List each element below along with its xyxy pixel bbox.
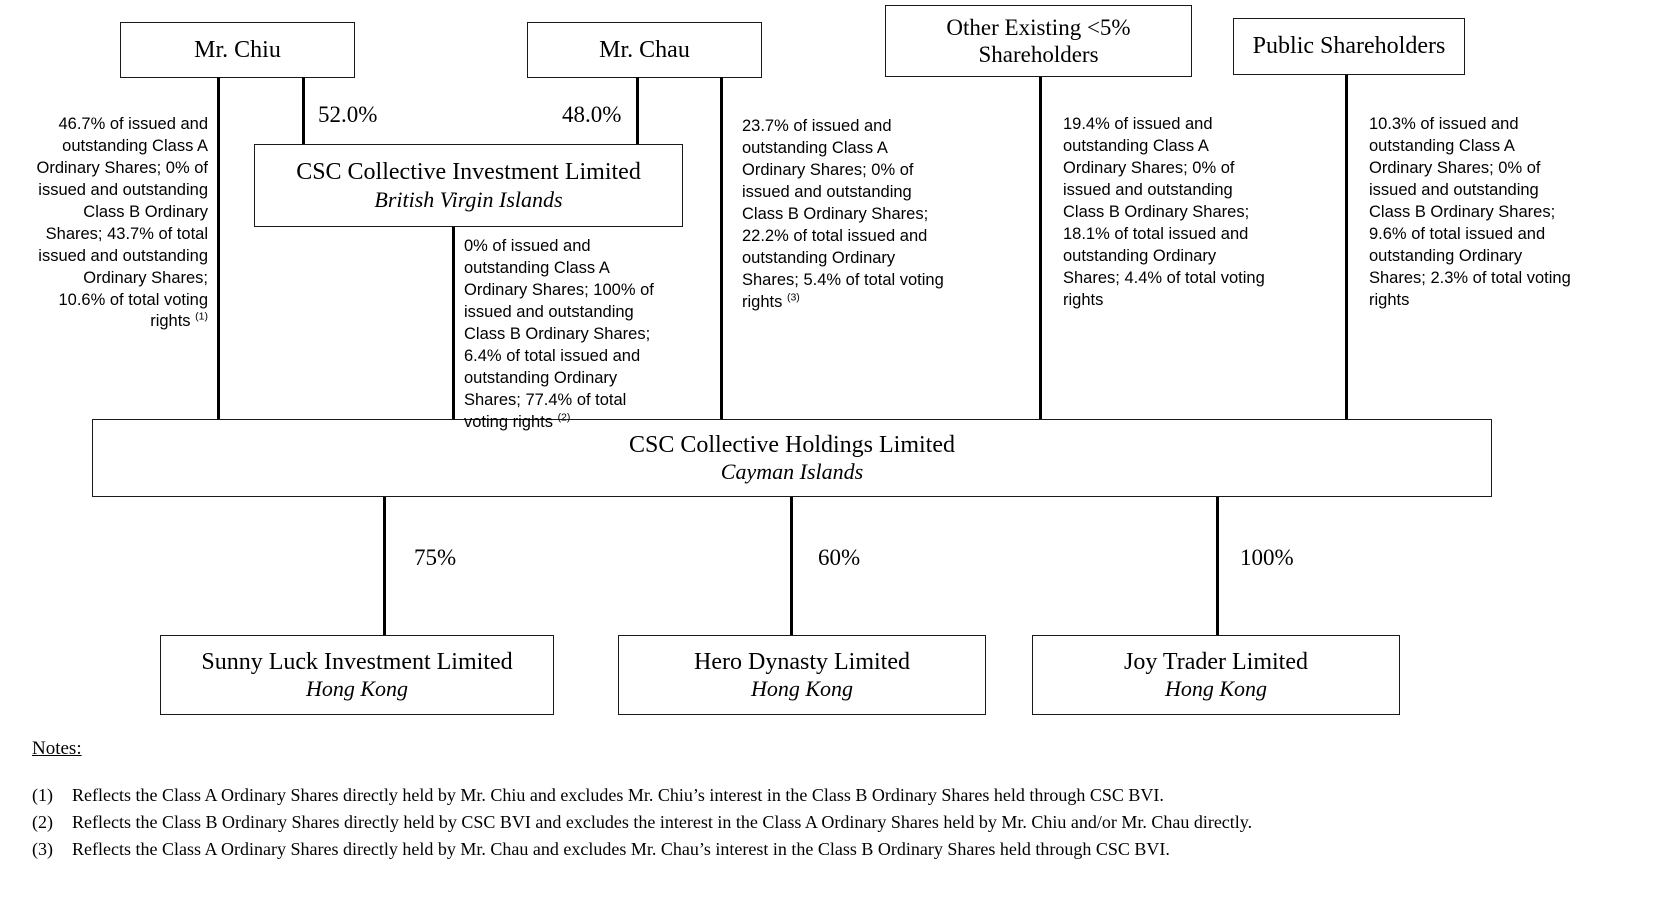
entity-name: Hero Dynasty Limited xyxy=(694,648,910,675)
note-item: (3) Reflects the Class A Ordinary Shares … xyxy=(32,836,1612,863)
entity-box-csc-collective-holdings-limited[interactable]: CSC Collective Holdings Limited Cayman I… xyxy=(92,419,1492,497)
note-number: (2) xyxy=(32,812,53,832)
entity-name-line2: Shareholders xyxy=(978,42,1099,67)
description-text: 23.7% of issued and outstanding Class A … xyxy=(742,117,944,311)
description-csc-bvi-holdings: 0% of issued and outstanding Class A Ord… xyxy=(464,236,660,433)
connector-holdings-to-sunny-luck xyxy=(383,497,386,635)
entity-name: Public Shareholders xyxy=(1252,33,1446,60)
percentage-holdings-to-sunny: 75% xyxy=(414,545,457,570)
note-number: (1) xyxy=(32,785,53,805)
description-chau-holdings: 23.7% of issued and outstanding Class A … xyxy=(742,116,947,313)
percentage-holdings-to-joy: 100% xyxy=(1240,545,1294,570)
connector-holdings-to-joy-trader xyxy=(1216,497,1219,635)
entity-box-mr-chiu[interactable]: Mr. Chiu xyxy=(120,22,355,78)
entity-name: Mr. Chau xyxy=(599,36,690,63)
percentage-chiu-to-bvi: 52.0% xyxy=(318,102,378,127)
description-other-shareholders-holdings: 19.4% of issued and outstanding Class A … xyxy=(1063,114,1268,311)
entity-name: Joy Trader Limited xyxy=(1124,648,1308,675)
note-text: Reflects the Class B Ordinary Shares dir… xyxy=(72,812,1253,832)
percentage-holdings-to-hero: 60% xyxy=(818,545,861,570)
entity-name: CSC Collective Investment Limited xyxy=(296,159,641,186)
note-item: (2) Reflects the Class B Ordinary Shares … xyxy=(32,809,1612,836)
notes-section: Notes: (1) Reflects the Class A Ordinary … xyxy=(32,738,1612,863)
description-text: 19.4% of issued and outstanding Class A … xyxy=(1063,115,1265,309)
entity-box-mr-chau[interactable]: Mr. Chau xyxy=(527,22,762,78)
connector-chau-to-csc-bvi xyxy=(636,77,639,144)
description-text: 46.7% of issued and outstanding Class A … xyxy=(36,115,209,331)
note-item: (1) Reflects the Class A Ordinary Shares … xyxy=(32,782,1612,809)
description-text: 0% of issued and outstanding Class A Ord… xyxy=(464,237,654,431)
note-text: Reflects the Class A Ordinary Shares dir… xyxy=(72,839,1170,859)
footnote-ref: (1) xyxy=(195,310,208,323)
entity-jurisdiction: British Virgin Islands xyxy=(374,186,563,212)
note-text: Reflects the Class A Ordinary Shares dir… xyxy=(72,785,1164,805)
entity-name: Mr. Chiu xyxy=(194,36,281,63)
footnote-ref: (2) xyxy=(557,411,571,423)
description-chiu-holdings: 46.7% of issued and outstanding Class A … xyxy=(35,114,209,333)
entity-box-hero-dynasty-limited[interactable]: Hero Dynasty Limited Hong Kong xyxy=(618,635,986,715)
entity-name: CSC Collective Holdings Limited xyxy=(629,431,955,458)
connector-holdings-to-hero-dynasty xyxy=(790,497,793,635)
description-public-shareholders-holdings: 10.3% of issued and outstanding Class A … xyxy=(1369,114,1574,311)
connector-chiu-to-csc-bvi xyxy=(302,77,305,144)
entity-jurisdiction: Hong Kong xyxy=(750,676,854,702)
connector-chiu-to-holdings xyxy=(217,77,220,419)
percentage-chau-to-bvi: 48.0% xyxy=(562,102,622,127)
entity-jurisdiction: Hong Kong xyxy=(1164,676,1268,702)
footnote-ref: (3) xyxy=(786,291,800,303)
entity-jurisdiction: Hong Kong xyxy=(305,676,409,702)
connector-public-shareholders-to-holdings xyxy=(1345,75,1348,419)
entity-box-joy-trader-limited[interactable]: Joy Trader Limited Hong Kong xyxy=(1032,635,1400,715)
entity-box-public-shareholders[interactable]: Public Shareholders xyxy=(1233,18,1465,75)
entity-box-csc-collective-investment-limited[interactable]: CSC Collective Investment Limited Britis… xyxy=(254,144,683,227)
description-text: 10.3% of issued and outstanding Class A … xyxy=(1369,115,1571,309)
entity-box-other-existing-shareholders[interactable]: Other Existing <5% Shareholders xyxy=(885,5,1192,77)
notes-list: (1) Reflects the Class A Ordinary Shares … xyxy=(32,782,1612,863)
note-number: (3) xyxy=(32,839,53,859)
entity-name: Other Existing <5% xyxy=(946,14,1131,40)
connector-csc-bvi-to-holdings xyxy=(452,227,455,419)
entity-jurisdiction: Cayman Islands xyxy=(720,459,864,485)
connector-other-shareholders-to-holdings xyxy=(1039,77,1042,419)
connector-chau-to-holdings xyxy=(720,77,723,419)
entity-name: Sunny Luck Investment Limited xyxy=(201,648,513,675)
notes-title: Notes: xyxy=(32,738,82,759)
entity-box-sunny-luck-investment-limited[interactable]: Sunny Luck Investment Limited Hong Kong xyxy=(160,635,554,715)
